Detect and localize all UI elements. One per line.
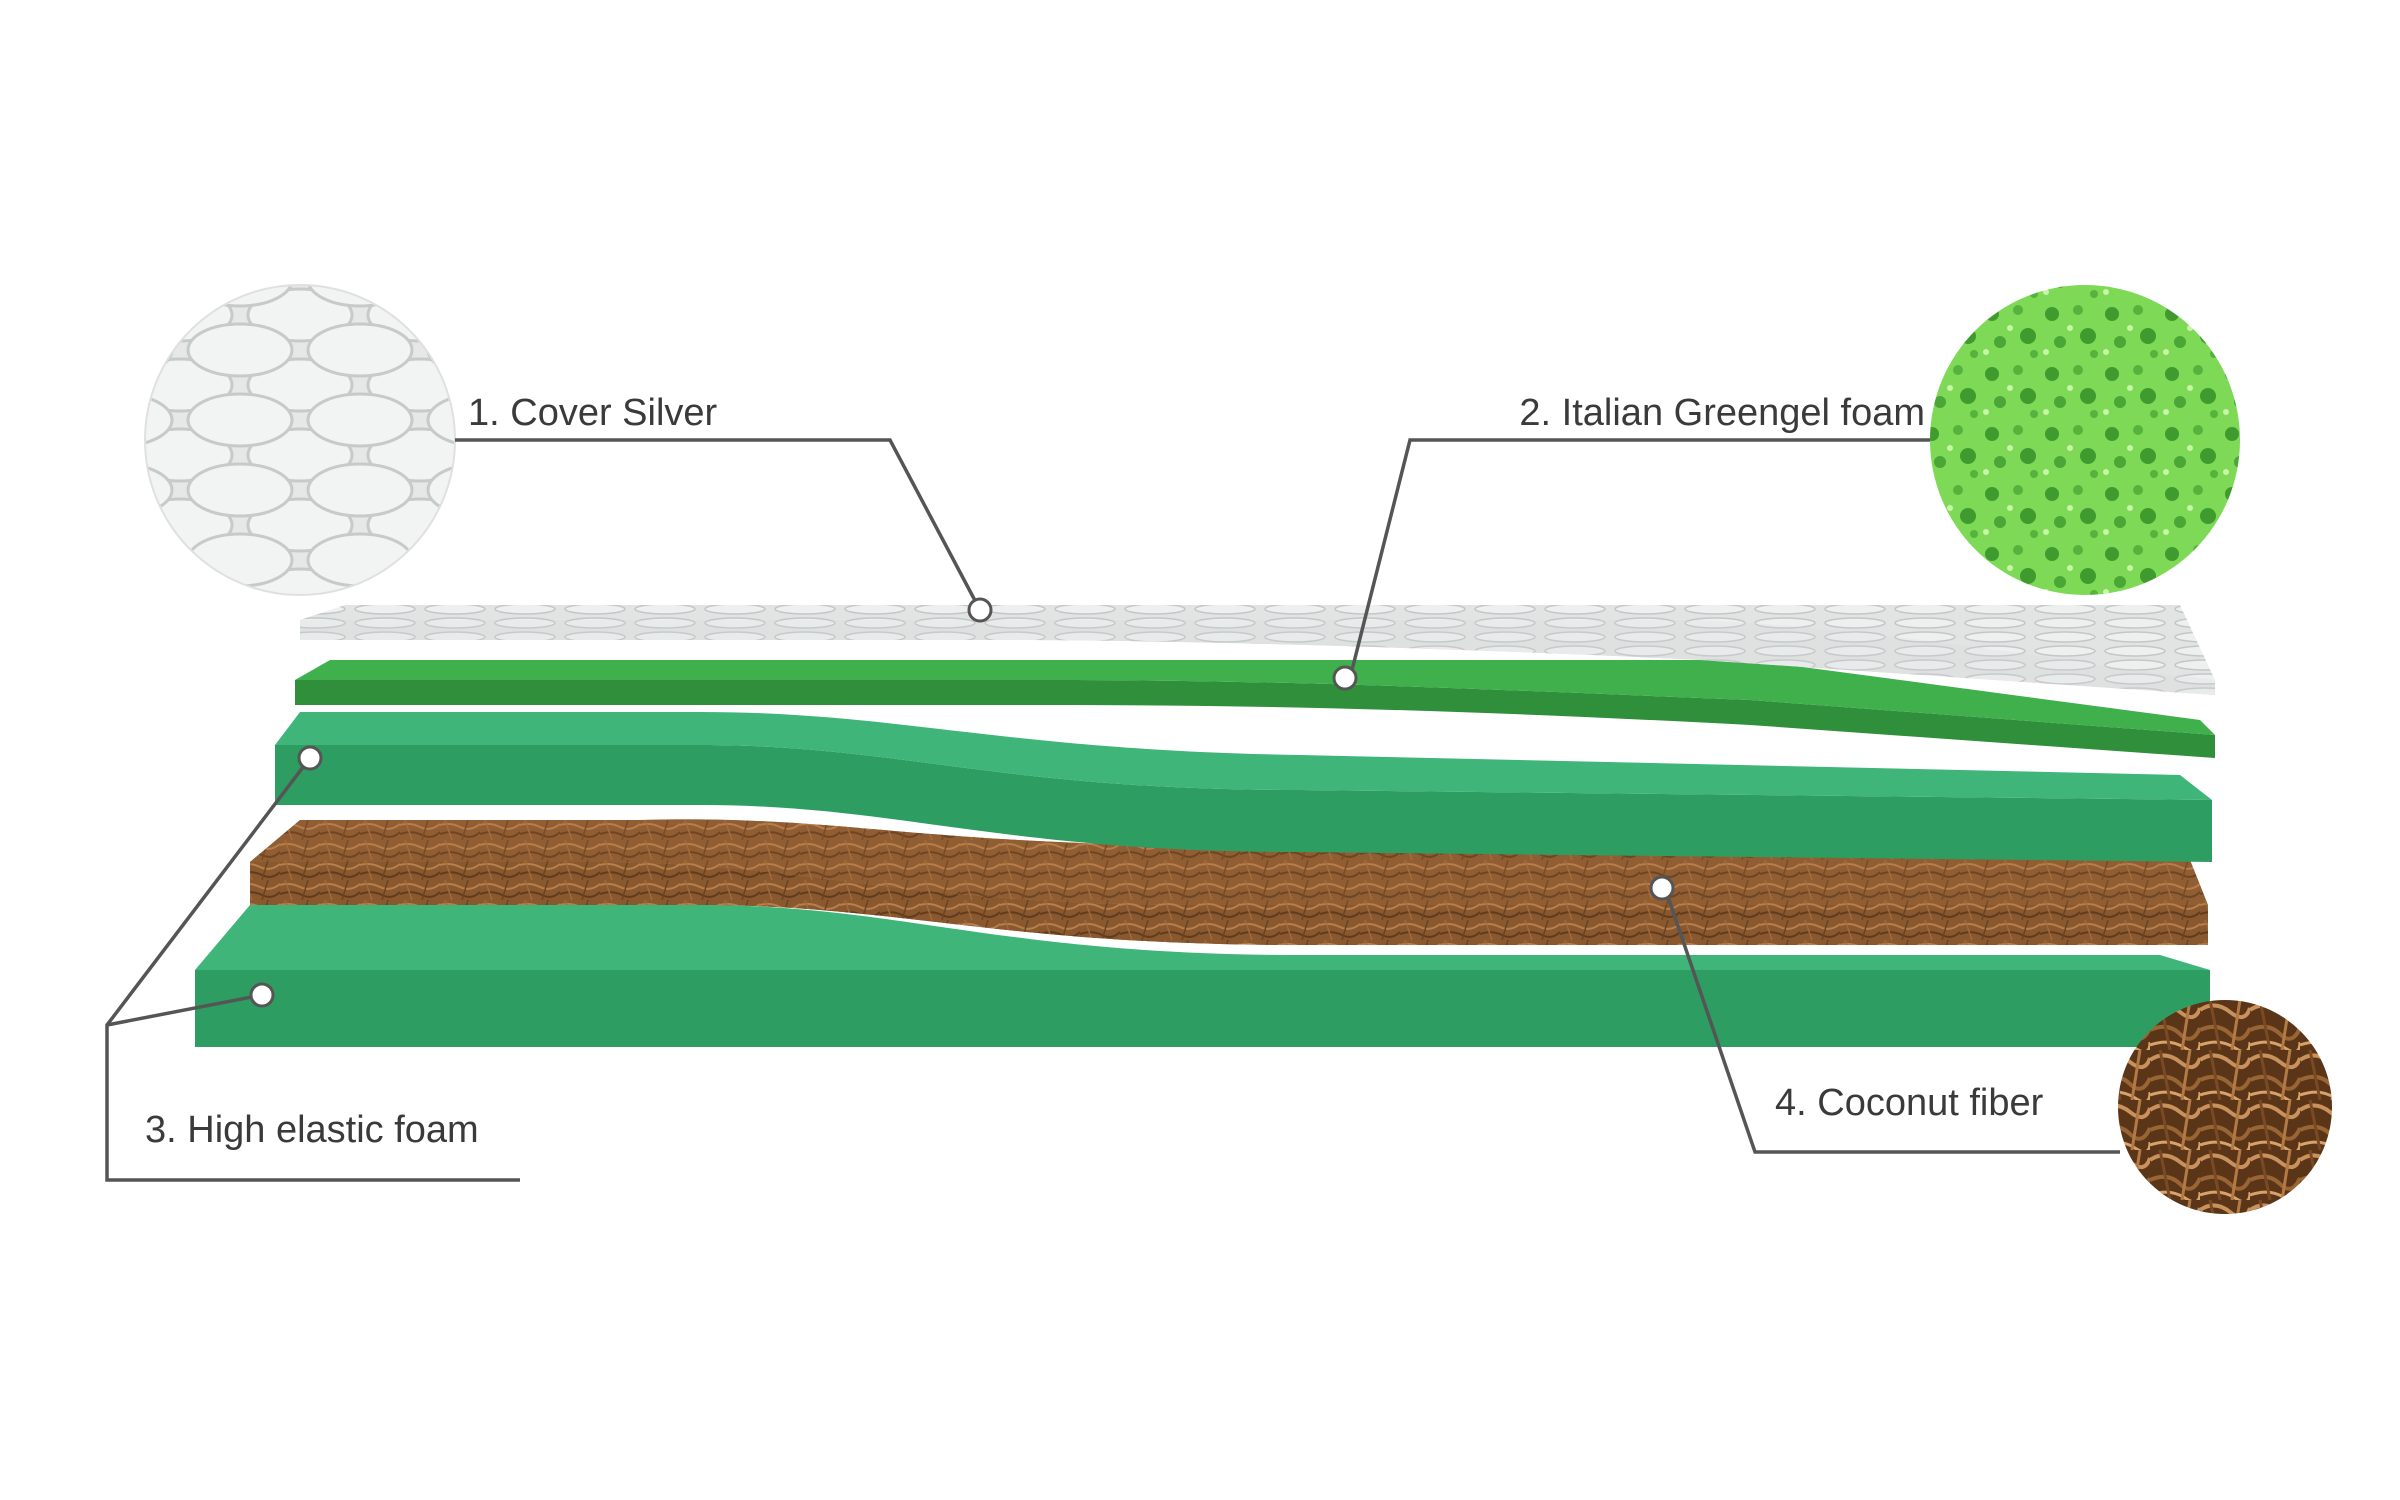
greengel-foam-swatch <box>1930 285 2240 595</box>
cover-silver-swatch <box>144 284 456 596</box>
label-coconut-fiber: 4. Coconut fiber <box>1775 1082 2044 1124</box>
leader-line-elastic-branch <box>106 993 263 1027</box>
label-italian-greengel-foam: 2. Italian Greengel foam <box>1519 392 1925 434</box>
upper-elastic-foam-layer <box>275 712 2212 862</box>
bottom-elastic-foam-layer <box>195 905 2210 1047</box>
anchor-dot-elastic-lower <box>249 982 275 1008</box>
label-high-elastic-foam: 3. High elastic foam <box>145 1109 479 1151</box>
anchor-dot-cover <box>967 597 993 623</box>
anchor-dot-coconut <box>1649 875 1675 901</box>
anchor-dot-greengel <box>1332 665 1358 691</box>
cover-silver-layer <box>300 605 2215 695</box>
leader-line-coconut <box>1663 887 2120 1154</box>
leader-line-greengel <box>1348 438 1930 679</box>
leader-line-cover <box>455 438 982 611</box>
coconut-fiber-swatch <box>2118 1000 2332 1214</box>
label-cover-silver: 1. Cover Silver <box>468 392 718 434</box>
anchor-dot-elastic-upper <box>297 745 323 771</box>
greengel-layer <box>295 660 2215 758</box>
coconut-fiber-layer <box>250 819 2208 945</box>
leader-line-elastic <box>105 756 520 1182</box>
